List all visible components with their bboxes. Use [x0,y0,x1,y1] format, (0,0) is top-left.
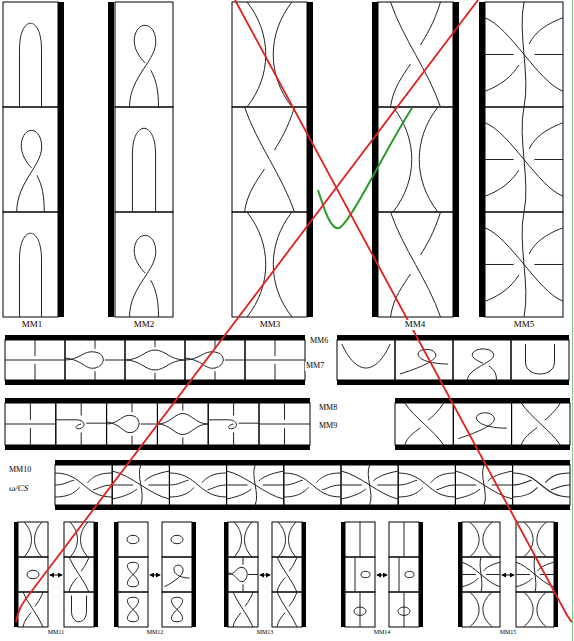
movie-pair [114,522,196,627]
move-label: MM14 [373,629,392,636]
movie-pair [224,522,306,627]
move-label: MM2 [133,320,156,330]
movie-pair [458,522,558,627]
move-label: MM7 [305,362,325,371]
move-label: MM13 [256,629,275,636]
move-label: MM10 [8,466,32,475]
movie-column [372,2,459,317]
move-label: MM8 [318,404,338,413]
green-curve [318,108,412,228]
movie-column [108,2,173,317]
red-cross-line [235,0,572,622]
movie-strip [55,460,570,510]
movie-pair [341,522,423,627]
move-label: MM1 [21,320,44,330]
move-label: MM9 [318,422,338,431]
movie-pair [14,522,98,627]
movie-column [479,2,563,317]
move-label: MM12 [146,629,165,636]
movie-column [232,2,313,317]
movie-strip [395,398,570,450]
movie-strip [337,335,569,385]
red-cross-line [16,0,478,622]
move-label: MM3 [259,320,282,330]
page-edge [572,0,573,641]
move-label: MM11 [47,629,65,636]
move-label: MM6 [309,337,329,346]
move-label: MM5 [513,320,536,330]
move-label: ω/CS [8,484,29,494]
movie-column [3,2,64,317]
move-label: MM4 [404,320,427,330]
movie-strip [5,335,305,385]
move-label: MM15 [499,629,518,636]
